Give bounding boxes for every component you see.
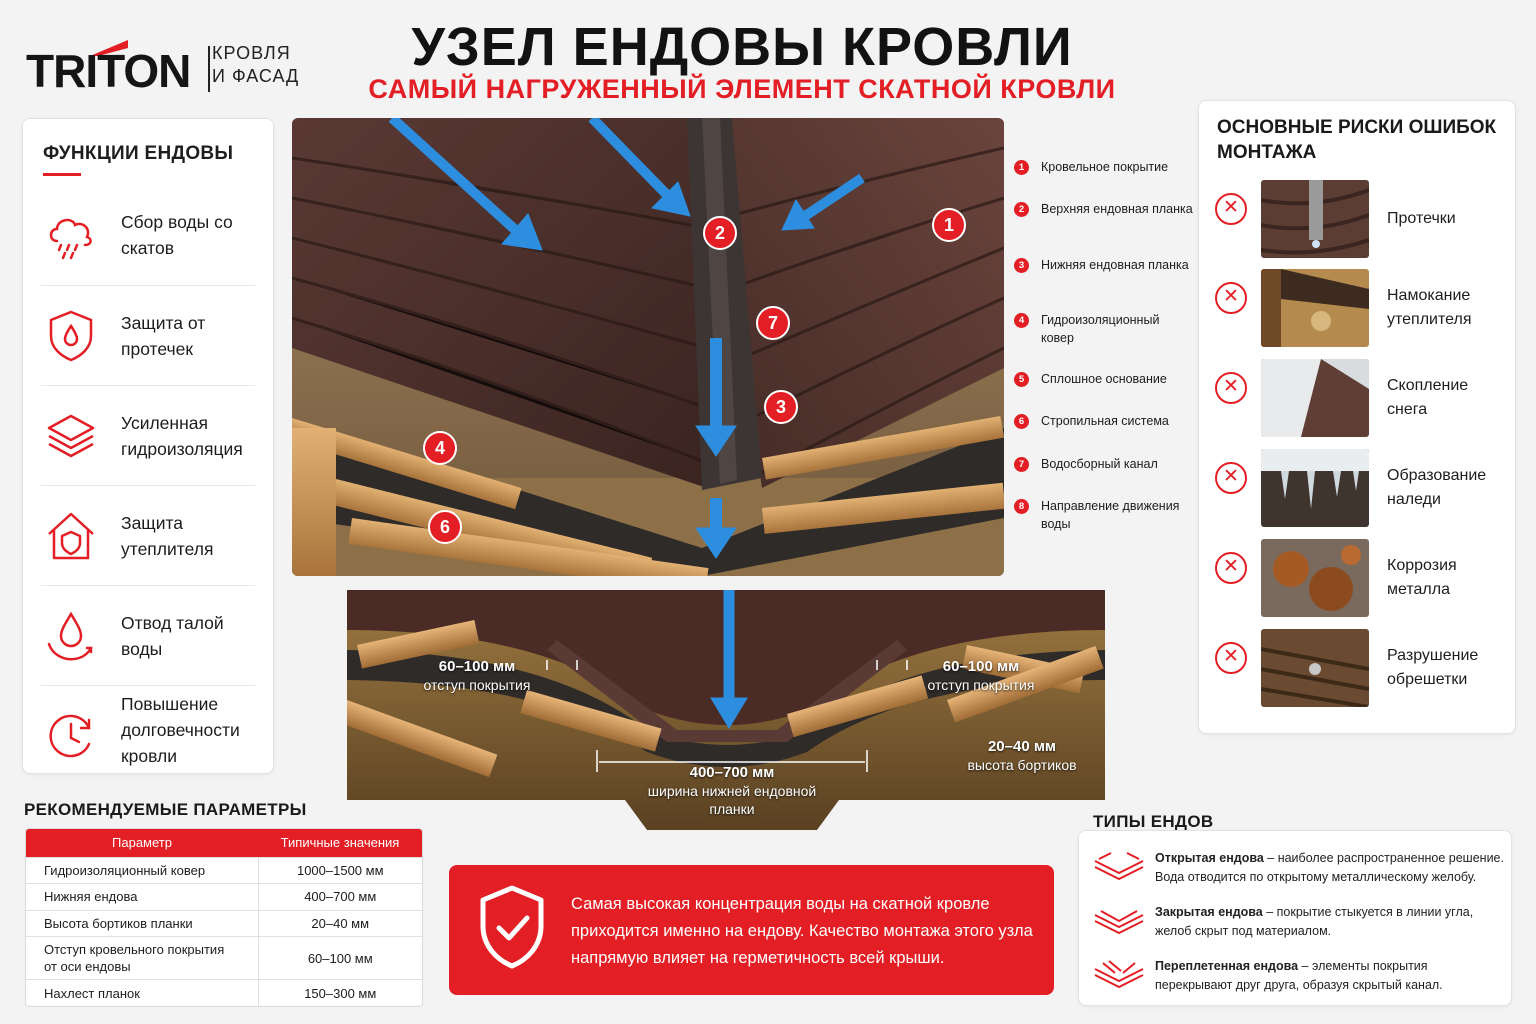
cross-icon: ✕: [1215, 193, 1247, 225]
valley-3d-illustration: [292, 118, 1004, 576]
open-valley-icon: [1094, 852, 1144, 881]
function-item: Сбор воды со скатов: [41, 185, 255, 285]
params-title: РЕКОМЕНДУЕМЫЕ ПАРАМЕТРЫ: [24, 800, 307, 819]
cross-icon: ✕: [1215, 282, 1247, 314]
marker-6: 6: [428, 510, 462, 544]
valley-types-panel: Открытая ендова – наиболее распространен…: [1078, 830, 1512, 1006]
function-item: Повышение долговечности кровли: [41, 685, 255, 773]
brand-logo: TRITON КРОВЛЯ И ФАСАД: [26, 22, 326, 102]
snow-photo: [1261, 359, 1369, 437]
leak-photo: [1261, 180, 1369, 258]
logo-wordmark: TRITON: [26, 45, 191, 97]
function-item: Отвод талой воды: [41, 585, 255, 685]
marker-3: 3: [764, 390, 798, 424]
wet-insulation-photo: [1261, 269, 1369, 347]
column-header: Типичные значения: [258, 829, 422, 857]
risk-item: ✕ Скопление снега: [1215, 359, 1505, 437]
rotten-batten-photo: [1261, 629, 1369, 707]
title-underline: [43, 173, 81, 176]
function-item: Защита от протечек: [41, 285, 255, 385]
risk-item: ✕ Образование наледи: [1215, 449, 1505, 527]
marker-4: 4: [423, 431, 457, 465]
shield-check-icon: [480, 885, 544, 969]
closed-valley-icon: [1094, 910, 1144, 935]
cross-icon: ✕: [1215, 642, 1247, 674]
risks-panel: ОСНОВНЫЕ РИСКИ ОШИБОК МОНТАЖА ✕ Протечки…: [1198, 100, 1516, 734]
callout-text: Самая высокая концентрация воды на скатн…: [571, 895, 1033, 967]
page-subtitle: САМЫЙ НАГРУЖЕННЫЙ ЭЛЕМЕНТ СКАТНОЙ КРОВЛИ: [368, 74, 1116, 104]
params-table: Параметр Типичные значения Гидроизоляцио…: [25, 828, 423, 1007]
risk-item: ✕ Коррозия металла: [1215, 539, 1505, 617]
functions-panel: ФУНКЦИИ ЕНДОВЫ Сбор воды со скатов Защит…: [22, 118, 274, 774]
risks-title: ОСНОВНЫЕ РИСКИ ОШИБОК МОНТАЖА: [1217, 117, 1497, 163]
risk-item: ✕ Протечки: [1215, 180, 1505, 258]
logo-tagline: КРОВЛЯ И ФАСАД: [212, 43, 300, 86]
table-header-row: Параметр Типичные значения: [26, 829, 422, 857]
risk-item: ✕ Намокание утеплителя: [1215, 269, 1505, 347]
column-header: Параметр: [26, 829, 258, 857]
logo-roof-icon: [90, 40, 128, 56]
cross-section-illustration: [347, 590, 1105, 830]
function-item: Защита утеплителя: [41, 485, 255, 585]
house-shield-icon: [48, 512, 94, 560]
marker-7: 7: [756, 306, 790, 340]
table-row: Отступ кровельного покрытия от оси ендов…: [26, 936, 422, 980]
rain-cloud-icon: [49, 218, 92, 260]
marker-1: 1: [932, 208, 966, 242]
layers-icon: [47, 414, 95, 458]
types-title: ТИПЫ ЕНДОВ: [1093, 812, 1214, 831]
corrosion-photo: [1261, 539, 1369, 617]
drop-arrow-icon: [47, 611, 93, 661]
function-item: Усиленная гидроизоляция: [41, 385, 255, 485]
cross-icon: ✕: [1215, 462, 1247, 494]
cross-icon: ✕: [1215, 552, 1247, 584]
key-message-callout: Самая высокая концентрация воды на скатн…: [449, 865, 1054, 995]
risk-item: ✕ Разрушение обрешетки: [1215, 629, 1505, 707]
valley-illustration: 2 1 7 3 4 6: [292, 118, 1004, 576]
logo-divider: [208, 46, 210, 92]
page-title: УЗЕЛ ЕНДОВЫ КРОВЛИ: [411, 17, 1073, 77]
cross-icon: ✕: [1215, 372, 1247, 404]
marker-2: 2: [703, 216, 737, 250]
functions-title: ФУНКЦИИ ЕНДОВЫ: [43, 143, 234, 164]
icicles-photo: [1261, 449, 1369, 527]
shield-drop-icon: [49, 310, 93, 362]
woven-valley-icon: [1094, 960, 1144, 989]
clock-icon: [49, 714, 91, 758]
